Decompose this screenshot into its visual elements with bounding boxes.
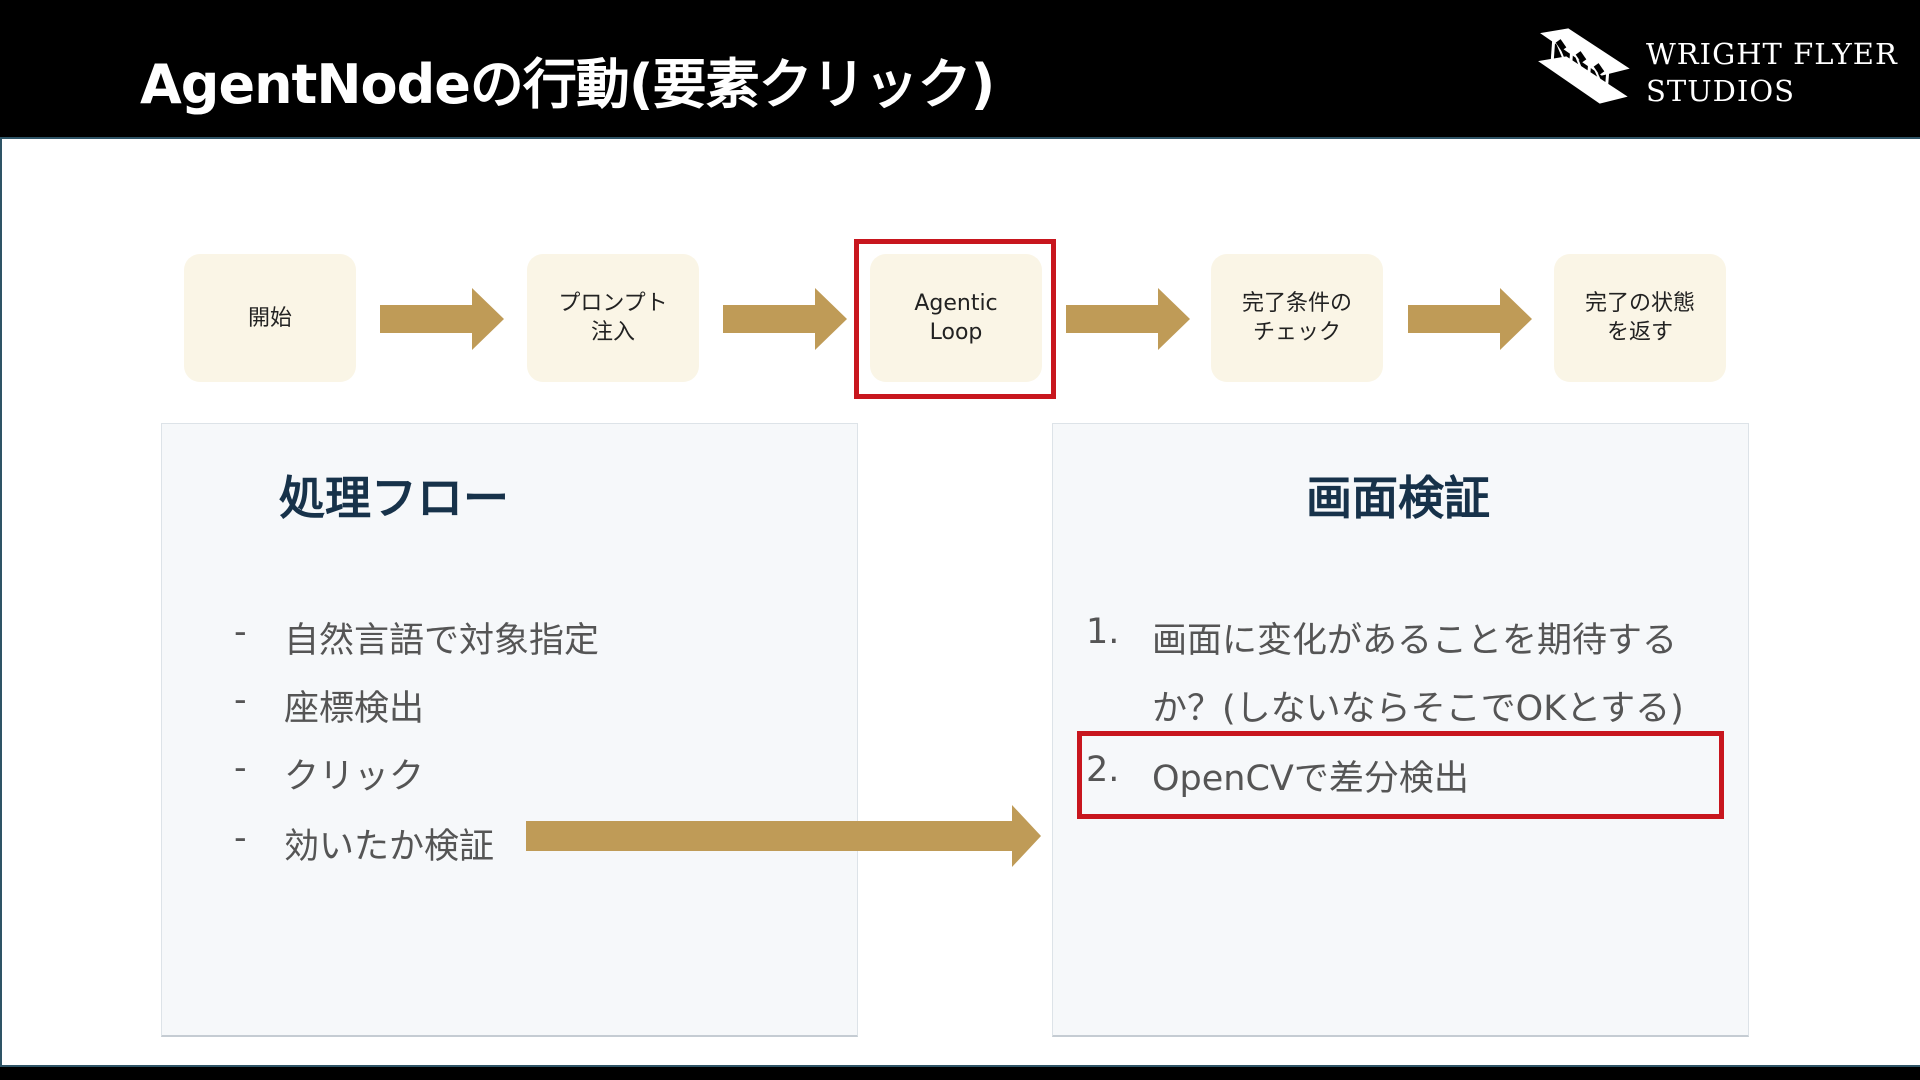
flow-step-label: Agentic Loop xyxy=(914,291,998,345)
flow-arrow-icon xyxy=(723,288,847,350)
verification-item-line: OpenCVで差分検出 xyxy=(1152,759,1469,799)
bullet-marker: - xyxy=(234,612,247,652)
screen-verification-panel xyxy=(1052,423,1749,1037)
verification-item-line: か？(しないならそこでOKとする) xyxy=(1152,689,1684,729)
flow-step-label: プロンプト 注入 xyxy=(558,291,668,345)
flow-step-label: 完了の状態 を返す xyxy=(1584,291,1695,345)
connector-arrow-icon xyxy=(526,805,1041,867)
flow-arrow-icon xyxy=(1066,288,1190,350)
flow-step-agentic-loop: Agentic Loop xyxy=(870,254,1042,382)
flow-step-completion-check: 完了条件の チェック xyxy=(1211,254,1383,382)
logo-wordmark: WRIGHT FLYER STUDIOS xyxy=(1646,36,1898,110)
list-number: 2. xyxy=(1086,750,1120,790)
verification-item-line: 画面に変化があることを期待する xyxy=(1152,621,1678,661)
screen-verification-title: 画面検証 xyxy=(1306,471,1490,525)
slide-header: AgentNodeの行動(要素クリック) WRIGHT FLYER xyxy=(0,0,1920,137)
logo-line-2: STUDIOS xyxy=(1646,74,1795,108)
process-item: 座標検出 xyxy=(284,689,425,729)
process-item: 自然言語で対象指定 xyxy=(284,621,600,661)
agentic-loop-highlight xyxy=(854,239,1056,399)
process-item: 効いたか検証 xyxy=(284,827,495,867)
bullet-marker: - xyxy=(234,818,247,858)
bullet-marker: - xyxy=(234,680,247,720)
flow-arrow-icon xyxy=(1408,288,1532,350)
bullet-marker: - xyxy=(234,748,247,788)
flow-step-prompt-injection: プロンプト 注入 xyxy=(527,254,699,382)
logo-line-1: WRIGHT FLYER xyxy=(1646,37,1898,71)
slide-title: AgentNodeの行動(要素クリック) xyxy=(140,53,995,116)
flow-step-label: 開始 xyxy=(247,305,292,331)
flow-step-start: 開始 xyxy=(184,254,356,382)
process-flow-panel xyxy=(161,423,858,1037)
flow-step-label: 完了条件の チェック xyxy=(1241,291,1352,345)
process-item: クリック xyxy=(284,757,425,797)
opencv-diff-highlight xyxy=(1077,731,1724,819)
biplane-logo-icon xyxy=(1538,28,1630,104)
flow-arrow-icon xyxy=(380,288,504,350)
company-logo: WRIGHT FLYER STUDIOS xyxy=(1538,28,1897,108)
process-flow-title: 処理フロー xyxy=(279,471,509,525)
list-number: 1. xyxy=(1086,612,1120,652)
flow-step-return-state: 完了の状態 を返す xyxy=(1554,254,1726,382)
